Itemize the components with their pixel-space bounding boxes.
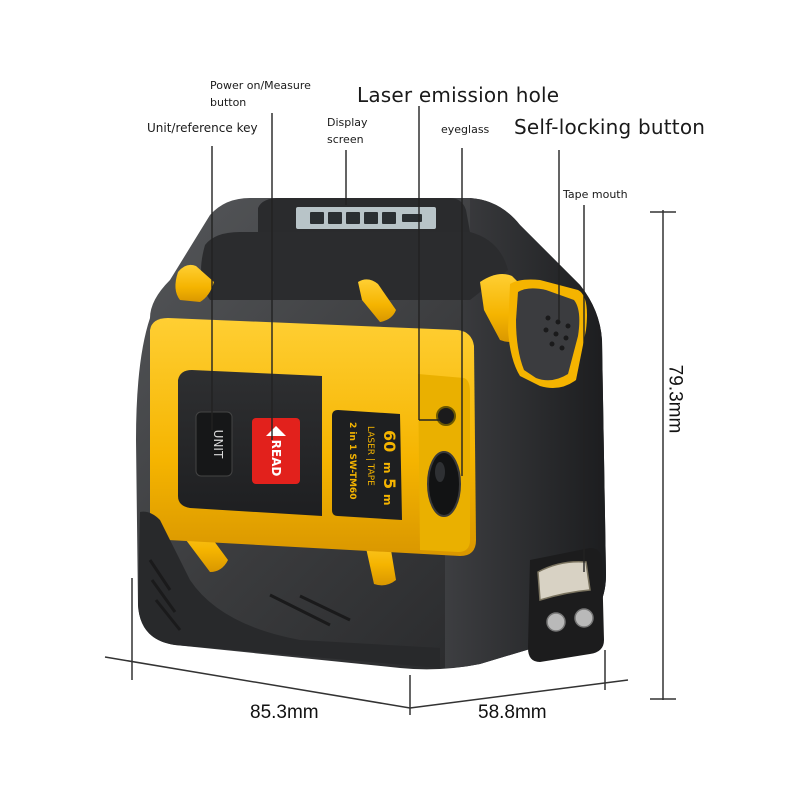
- display-segments: [310, 212, 422, 224]
- spec-range-laser-unit: m: [381, 462, 394, 473]
- spec-range-tape: 5: [380, 478, 399, 489]
- dimension-width: 85.3mm: [250, 702, 319, 723]
- tape-hook: [537, 560, 591, 601]
- grip-ribs: [148, 559, 351, 631]
- laser-housing: [418, 374, 470, 552]
- callout-leader-lines: [211, 106, 585, 572]
- read-button: [252, 418, 300, 484]
- callout-self-locking-button: Self-locking button: [514, 115, 706, 139]
- spec-range-tape-unit: m: [381, 494, 394, 505]
- dimension-height: 79.3mm: [664, 364, 686, 434]
- callout-laser-emission-hole: Laser emission hole: [357, 83, 560, 107]
- tape-mouth: [528, 548, 604, 662]
- read-arrow-icon: [266, 426, 286, 436]
- control-panel: [178, 370, 322, 516]
- display-screen: [296, 207, 436, 229]
- callout-eyeglass: eyeglass: [441, 123, 490, 136]
- eyeglass-lens: [427, 451, 461, 517]
- spec-range-laser: 60: [380, 430, 399, 452]
- yellow-accent-pads: [175, 264, 528, 586]
- device-side: [445, 198, 606, 668]
- hook-rivet-right: [574, 608, 594, 628]
- dimension-depth: 58.8mm: [478, 702, 547, 723]
- device-body: [136, 198, 606, 670]
- callout-power-button: Power on/Measure button: [210, 79, 311, 109]
- spec-panel: [332, 410, 402, 520]
- hook-rivet-left: [546, 612, 566, 632]
- read-button-label: READ: [269, 440, 283, 477]
- unit-button-label: UNIT: [211, 430, 225, 459]
- unit-button: [195, 411, 233, 477]
- lock-grip-dots: [543, 315, 571, 351]
- dimension-lines: [104, 210, 676, 715]
- display-bezel: [258, 198, 470, 232]
- front-yellow-band: [150, 318, 476, 556]
- spec-model: 2 in 1 SW-TM60: [347, 422, 357, 499]
- laser-emission-hole: [436, 406, 456, 426]
- spec-type: LASER | TAPE: [365, 426, 375, 486]
- callout-display-screen: Display screen: [327, 116, 368, 146]
- self-locking-button: [516, 288, 580, 381]
- callout-tape-mouth: Tape mouth: [563, 188, 628, 201]
- spec-labels: 60 m 5 m LASER | TAPE 2 in 1 SW-TM60: [347, 422, 399, 505]
- base-left: [138, 511, 440, 668]
- callout-unit-reference-key: Unit/reference key: [147, 121, 258, 135]
- self-locking-housing: [508, 279, 587, 388]
